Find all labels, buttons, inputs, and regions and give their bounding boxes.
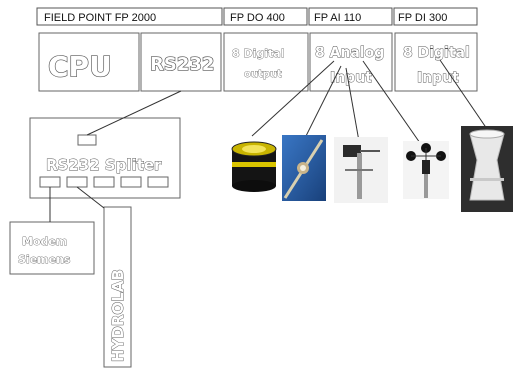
digital-input-module bbox=[394, 32, 478, 92]
modem-box bbox=[9, 221, 95, 275]
rs232-module bbox=[140, 32, 222, 92]
header-box-ai bbox=[308, 7, 393, 26]
line-ai-sensor1 bbox=[251, 60, 335, 137]
hydrolab-label: HYDROLAB bbox=[109, 269, 127, 362]
header-box-do bbox=[223, 7, 308, 26]
sensor-raingauge-image bbox=[461, 126, 513, 212]
line-rs232-splitter bbox=[86, 90, 182, 136]
splitter-port-1 bbox=[39, 176, 61, 188]
header-box-di bbox=[393, 7, 478, 26]
splitter-label: RS232 Spliter bbox=[46, 156, 162, 174]
line-splitter-hydrolab bbox=[76, 186, 105, 209]
header-di: FP DI 300 bbox=[398, 12, 447, 24]
splitter-port-3 bbox=[93, 176, 115, 188]
modem-line1: Modem bbox=[22, 235, 67, 248]
analog-input-module bbox=[309, 32, 393, 92]
digital-output-line2: output bbox=[244, 69, 282, 80]
hydrolab-box bbox=[103, 206, 132, 368]
line-ai-sensor4 bbox=[362, 60, 421, 144]
line-ai-sensor3 bbox=[345, 67, 361, 148]
digital-output-line1: 8 Digital bbox=[232, 47, 284, 60]
digital-input-line1: 8 Digital bbox=[403, 45, 470, 61]
splitter-port-2 bbox=[66, 176, 88, 188]
cpu-label: CPU bbox=[48, 50, 112, 83]
sensor-probe-image bbox=[231, 141, 277, 192]
analog-input-line1: 8 Analog bbox=[315, 45, 384, 61]
sensor-mast-image bbox=[334, 137, 388, 203]
sensor-radiation-image bbox=[282, 135, 326, 201]
rs232-label: RS232 bbox=[150, 54, 214, 75]
line-ai-sensor2 bbox=[305, 65, 342, 137]
cpu-module bbox=[38, 32, 140, 92]
sensor-anemometer-image bbox=[403, 141, 449, 199]
header-box-fieldpoint bbox=[36, 7, 223, 26]
digital-output-module bbox=[223, 32, 309, 92]
header-fieldpoint: FIELD POINT FP 2000 bbox=[44, 12, 156, 24]
digital-input-line2: Input bbox=[417, 70, 459, 86]
modem-line2: Siemens bbox=[18, 253, 71, 266]
splitter-port-4 bbox=[120, 176, 142, 188]
line-di-sensor5 bbox=[439, 59, 488, 130]
splitter-input-port bbox=[77, 134, 97, 146]
header-ai: FP AI 110 bbox=[314, 12, 361, 24]
analog-input-line2: Input bbox=[330, 70, 372, 86]
splitter-port-5 bbox=[147, 176, 169, 188]
header-do: FP DO 400 bbox=[230, 12, 285, 24]
